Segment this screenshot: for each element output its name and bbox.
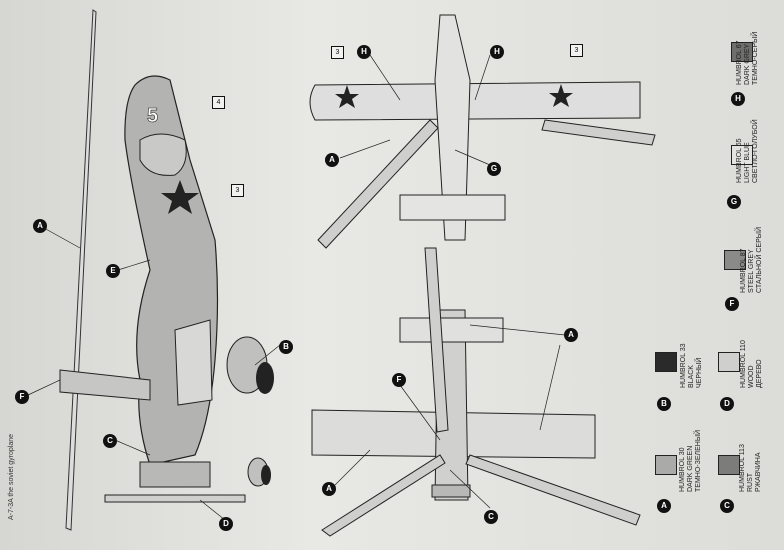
callout-marker: E [106, 264, 120, 278]
side-rotor-blade [65, 9, 97, 531]
side-view-fuselage: 5 [59, 75, 274, 503]
side-number: 5 [147, 105, 158, 127]
callout-marker: C [103, 434, 117, 448]
paint-swatch [655, 352, 677, 372]
decal-number: 3 [331, 46, 344, 59]
decal-number: 4 [212, 96, 225, 109]
callout-marker: H [490, 45, 504, 59]
callout-marker: F [392, 373, 406, 387]
callout-marker: B [657, 397, 671, 411]
callout-marker: H [731, 92, 745, 106]
paint-swatch [655, 455, 677, 475]
callout-marker: F [15, 390, 29, 404]
decal-number: 3 [231, 184, 244, 197]
callout-marker: H [357, 45, 371, 59]
callout-marker: A [564, 328, 578, 342]
bottom-view [311, 247, 641, 537]
paint-swatch [731, 42, 753, 62]
sheet-caption: A-7-3A the soviet gyroplane [8, 434, 15, 520]
callout-marker: A [657, 499, 671, 513]
callout-marker: F [725, 297, 739, 311]
leader-lines [27, 54, 566, 521]
paint-swatch [731, 145, 753, 165]
callout-marker: D [219, 517, 233, 531]
decal-number: 3 [570, 44, 583, 57]
callout-marker: D [720, 397, 734, 411]
callout-marker: G [487, 162, 501, 176]
callout-marker: A [322, 482, 336, 496]
callout-marker: C [484, 510, 498, 524]
callout-marker: A [325, 153, 339, 167]
paint-swatch [718, 352, 740, 372]
callout-marker: B [279, 340, 293, 354]
paint-swatch [718, 455, 740, 475]
top-view [309, 14, 656, 249]
paint-swatch [724, 250, 746, 270]
callout-marker: A [33, 219, 47, 233]
callout-marker: G [727, 195, 741, 209]
callout-marker: C [720, 499, 734, 513]
